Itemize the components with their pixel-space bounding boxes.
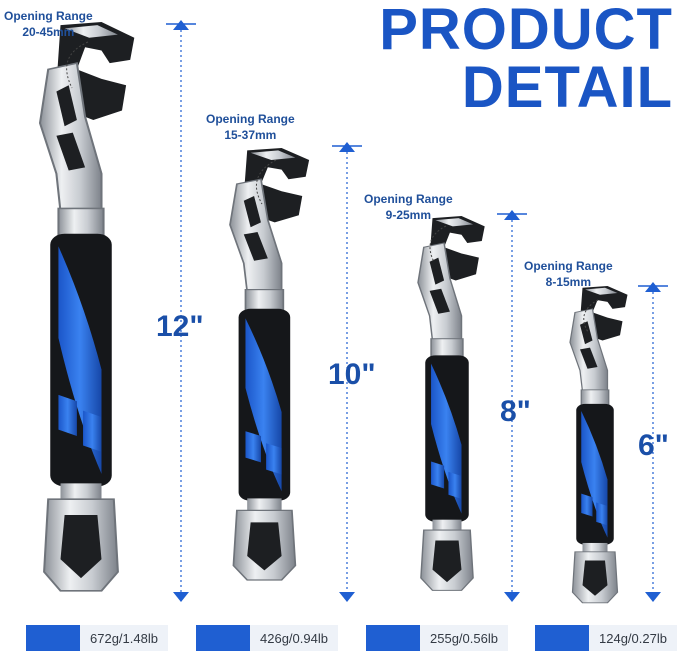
dimension-arrows bbox=[173, 20, 661, 602]
wrench-12-inch bbox=[38, 20, 136, 592]
range-title: Opening Range bbox=[364, 192, 453, 206]
wrench-8-inch bbox=[417, 215, 486, 592]
opening-arcs bbox=[66, 41, 599, 333]
weight-bar-10: 426g/0.94lb bbox=[196, 625, 338, 651]
weight-bar-12: 672g/1.48lb bbox=[26, 625, 168, 651]
weight-bar-6: 124g/0.27lb bbox=[535, 625, 677, 651]
weight-swatch bbox=[366, 625, 420, 651]
range-title: Opening Range bbox=[206, 112, 295, 126]
weight-text: 124g/0.27lb bbox=[599, 630, 667, 646]
dimension-caps bbox=[166, 23, 668, 287]
weight-text: 426g/0.94lb bbox=[260, 630, 328, 646]
size-label-8: 8" bbox=[500, 395, 531, 428]
wrench-6-inch bbox=[569, 285, 629, 604]
range-title: Opening Range bbox=[524, 259, 613, 273]
range-label-6: Opening Range 8-15mm bbox=[524, 258, 613, 290]
weight-swatch bbox=[196, 625, 250, 651]
product-title-line1: PRODUCT bbox=[379, 0, 673, 62]
size-label-10: 10" bbox=[328, 358, 376, 391]
size-label-6: 6" bbox=[638, 429, 669, 462]
range-value: 20-45mm bbox=[22, 25, 75, 39]
range-title: Opening Range bbox=[4, 9, 93, 23]
range-value: 8-15mm bbox=[545, 275, 592, 289]
range-value: 9-25mm bbox=[385, 208, 432, 222]
weight-text: 255g/0.56lb bbox=[430, 630, 498, 646]
range-label-10: Opening Range 15-37mm bbox=[206, 111, 295, 143]
range-value: 15-37mm bbox=[224, 128, 277, 142]
size-label-12: 12" bbox=[156, 310, 204, 343]
dimension-lines bbox=[180, 30, 654, 596]
product-title-line2: DETAIL bbox=[461, 55, 673, 120]
range-label-12: Opening Range 20-45mm bbox=[4, 8, 93, 40]
weight-text: 672g/1.48lb bbox=[90, 630, 158, 646]
range-label-8: Opening Range 9-25mm bbox=[364, 191, 453, 223]
weight-swatch bbox=[535, 625, 589, 651]
weight-bar-8: 255g/0.56lb bbox=[366, 625, 508, 651]
wrench-10-inch bbox=[229, 147, 310, 581]
weight-swatch bbox=[26, 625, 80, 651]
